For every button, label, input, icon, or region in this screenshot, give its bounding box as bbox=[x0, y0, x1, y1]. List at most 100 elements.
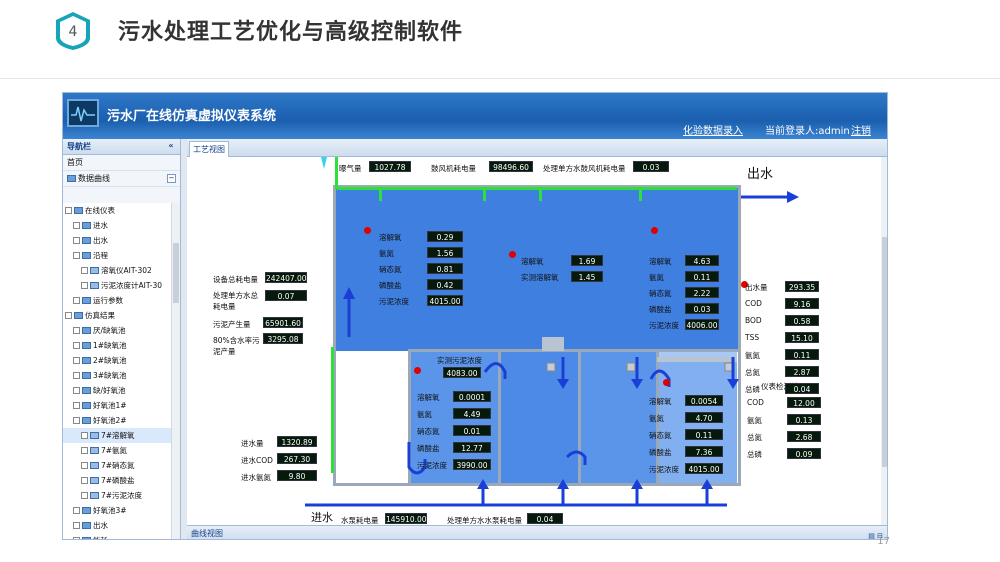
tree-item[interactable]: 好氧池1# bbox=[63, 398, 171, 413]
tab-process-view[interactable]: 工艺视图 bbox=[189, 141, 229, 157]
reading-label: 总磷 bbox=[745, 385, 760, 394]
expand-toggle-icon[interactable] bbox=[73, 522, 80, 529]
tree-item[interactable]: 7#溶解氧 bbox=[63, 428, 171, 443]
sidebar-item-home[interactable]: 首页 bbox=[63, 155, 180, 171]
gate-2 bbox=[626, 362, 636, 372]
tree-item[interactable]: 运行参数 bbox=[63, 293, 171, 308]
instrument-results-title: 仪表检测结果 bbox=[761, 382, 806, 391]
expand-toggle-icon[interactable] bbox=[73, 387, 80, 394]
folder-icon bbox=[74, 207, 83, 214]
tree-item-label: 仿真结果 bbox=[85, 311, 115, 320]
expand-toggle-icon[interactable] bbox=[65, 312, 72, 319]
panel-controls-icon[interactable]: ▤ ⊟ bbox=[868, 532, 883, 540]
checkbox[interactable] bbox=[81, 282, 88, 289]
expand-toggle-icon[interactable] bbox=[73, 537, 80, 539]
reading-label: 磷酸盐 bbox=[417, 444, 440, 453]
sensor-dot-tank-b[interactable] bbox=[509, 251, 516, 258]
tree-item[interactable]: 出水 bbox=[63, 233, 171, 248]
sidebar-item-data-curve[interactable]: 数据曲线 − bbox=[63, 171, 180, 187]
tree-item[interactable]: 污泥浓度计AIT-30 bbox=[63, 278, 171, 293]
inflow-ammonia-value: 9.80 bbox=[277, 470, 317, 481]
checkbox[interactable] bbox=[81, 432, 88, 439]
tree-item[interactable]: 7#硝态氮 bbox=[63, 458, 171, 473]
main-scrollbar-thumb[interactable] bbox=[882, 237, 887, 467]
tree-item[interactable]: 在线仪表 bbox=[63, 203, 171, 218]
reading-value: 9.16 bbox=[785, 298, 819, 309]
sensor-dot-tank-a[interactable] bbox=[364, 227, 371, 234]
tab-curve-view[interactable]: 曲线视图 bbox=[191, 529, 223, 538]
folder-icon bbox=[82, 297, 91, 304]
tree-item[interactable]: 能耗 bbox=[63, 533, 171, 539]
expand-toggle-icon[interactable] bbox=[73, 402, 80, 409]
reading-label: 磷酸盐 bbox=[379, 281, 402, 290]
unit-total-power-label-2: 耗电量 bbox=[213, 302, 236, 311]
measured-sludge-label: 实测污泥浓度 bbox=[437, 356, 482, 365]
checkbox[interactable] bbox=[81, 492, 88, 499]
tree-scrollbar-thumb[interactable] bbox=[173, 243, 179, 303]
expand-toggle-icon[interactable] bbox=[73, 327, 80, 334]
checkbox[interactable] bbox=[81, 447, 88, 454]
tree-item[interactable]: 2#缺氧池 bbox=[63, 353, 171, 368]
reading-label: 出水量 bbox=[745, 283, 768, 292]
baffle-left bbox=[542, 337, 564, 351]
expand-toggle-icon[interactable] bbox=[73, 417, 80, 424]
blower-power-label: 鼓风机耗电量 bbox=[431, 164, 476, 173]
sidebar-splitter[interactable] bbox=[181, 139, 187, 539]
expand-toggle-icon[interactable] bbox=[73, 297, 80, 304]
collapse-sidebar-icon[interactable]: « bbox=[168, 141, 174, 150]
reading-label: 溶解氧 bbox=[521, 257, 544, 266]
expand-toggle-icon[interactable] bbox=[73, 222, 80, 229]
collapse-panel-icon[interactable]: − bbox=[167, 174, 176, 183]
aeration-label: 曝气量 bbox=[339, 164, 362, 173]
sensor-dot-effluent[interactable] bbox=[741, 281, 748, 288]
folder-icon bbox=[82, 402, 91, 409]
tree-item[interactable]: 3#缺氧池 bbox=[63, 368, 171, 383]
expand-toggle-icon[interactable] bbox=[65, 207, 72, 214]
wall-divider-3 bbox=[578, 349, 581, 485]
expand-toggle-icon[interactable] bbox=[73, 252, 80, 259]
tree-item[interactable]: 进水 bbox=[63, 218, 171, 233]
tree-item[interactable]: 7#氨氮 bbox=[63, 443, 171, 458]
lab-data-entry-link[interactable]: 化验数据录入 bbox=[683, 126, 743, 137]
tree-item[interactable]: 好氧池2# bbox=[63, 413, 171, 428]
expand-toggle-icon[interactable] bbox=[73, 342, 80, 349]
folder-icon bbox=[82, 372, 91, 379]
folder-icon bbox=[67, 175, 76, 182]
tree-item[interactable]: 仿真结果 bbox=[63, 308, 171, 323]
inlet-riser-arrow-3 bbox=[631, 479, 643, 489]
pump-power-value: 145910.00 bbox=[385, 513, 427, 524]
expand-toggle-icon[interactable] bbox=[73, 372, 80, 379]
wall-bottom bbox=[333, 483, 741, 486]
folder-icon bbox=[82, 387, 91, 394]
air-drop-1 bbox=[379, 187, 382, 201]
logout-link[interactable]: 注销 bbox=[851, 126, 871, 137]
folder-icon bbox=[82, 522, 91, 529]
reading-value: 2.87 bbox=[785, 366, 819, 377]
main-scrollbar[interactable] bbox=[881, 157, 887, 525]
tree-item[interactable]: 厌/缺氧池 bbox=[63, 323, 171, 338]
tree-item[interactable]: 出水 bbox=[63, 518, 171, 533]
tree-item[interactable]: 溶氧仪AIT-302 bbox=[63, 263, 171, 278]
slide-number-badge: 4 bbox=[56, 12, 90, 50]
tree-item[interactable]: 沿程 bbox=[63, 248, 171, 263]
tree-item[interactable]: 7#磷酸盐 bbox=[63, 473, 171, 488]
checkbox[interactable] bbox=[81, 267, 88, 274]
tree-item[interactable]: 7#污泥浓度 bbox=[63, 488, 171, 503]
document-icon bbox=[90, 267, 99, 274]
sensor-dot-tank-e[interactable] bbox=[663, 379, 670, 386]
tree-item-label: 好氧池3# bbox=[93, 506, 127, 515]
expand-toggle-icon[interactable] bbox=[73, 357, 80, 364]
tree-item[interactable]: 1#缺氧池 bbox=[63, 338, 171, 353]
tree-item[interactable]: 好氧池3# bbox=[63, 503, 171, 518]
checkbox[interactable] bbox=[81, 477, 88, 484]
reading-label: 污泥浓度 bbox=[379, 297, 409, 306]
tree-scrollbar[interactable] bbox=[171, 203, 180, 539]
expand-toggle-icon[interactable] bbox=[73, 237, 80, 244]
checkbox[interactable] bbox=[81, 462, 88, 469]
reading-value: 4006.00 bbox=[685, 319, 719, 330]
sensor-dot-tank-c[interactable] bbox=[651, 227, 658, 234]
tree-item[interactable]: 缺/好氧池 bbox=[63, 383, 171, 398]
reading-label: 氨氮 bbox=[747, 416, 762, 425]
expand-toggle-icon[interactable] bbox=[73, 507, 80, 514]
sensor-dot-tank-d[interactable] bbox=[414, 367, 421, 374]
